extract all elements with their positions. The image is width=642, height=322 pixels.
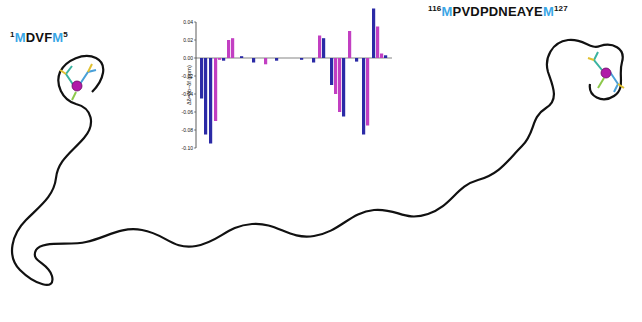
shift-bar [376, 27, 379, 59]
shift-bar [214, 58, 217, 121]
tick-label: -0.08 [182, 128, 193, 133]
shift-bar [362, 58, 365, 135]
shift-bar [275, 58, 278, 61]
shift-bar [380, 54, 383, 59]
binding-site-right [588, 52, 624, 92]
tick-mark [194, 58, 196, 59]
tick-mark [194, 76, 196, 77]
tick-label: -0.06 [182, 110, 193, 115]
shift-bar-chart [186, 9, 400, 155]
shift-bar [342, 58, 345, 117]
tick-mark [194, 130, 196, 131]
shift-bar [338, 58, 341, 112]
tick-label: -0.02 [182, 74, 193, 79]
shift-bar [252, 58, 255, 63]
tick-mark [194, 148, 196, 149]
shift-bar [240, 56, 243, 58]
shift-bar [355, 58, 358, 62]
binding-site-left [60, 64, 96, 100]
shift-bar [200, 58, 203, 99]
tick-mark [194, 22, 196, 23]
shift-bar [264, 58, 267, 64]
sequence-label: 116MPVDPDNEAYEM127 [428, 4, 568, 19]
tick-mark [194, 112, 196, 113]
tick-label: 0.00 [183, 56, 193, 61]
metal-ion [601, 68, 611, 78]
shift-bar [204, 58, 207, 135]
shift-bar [330, 58, 333, 85]
shift-bar [348, 31, 351, 58]
metal-ion [72, 81, 82, 91]
shift-bar [366, 58, 369, 126]
axis-title: Δδ=δb−δf (ppm) [187, 65, 193, 105]
tick-label: 0.02 [183, 38, 193, 43]
tick-label: -0.04 [182, 92, 193, 97]
shift-bar [300, 58, 303, 60]
tick-mark [194, 94, 196, 95]
shift-bar [209, 58, 212, 144]
shift-bar [227, 40, 230, 58]
shift-bar [384, 55, 387, 58]
shift-bar [372, 9, 375, 59]
shift-bar [222, 58, 225, 61]
shift-bar [318, 36, 321, 59]
shift-bar [312, 58, 315, 63]
sequence-label: 1MDVFM5 [10, 30, 68, 45]
tick-label: -0.10 [182, 146, 193, 151]
shift-bar [218, 58, 221, 60]
tick-mark [194, 40, 196, 41]
shift-bar [322, 38, 325, 58]
shift-bar [231, 38, 234, 58]
shift-bar [334, 58, 337, 94]
y-axis [196, 22, 197, 148]
tick-label: 0.04 [183, 20, 193, 25]
